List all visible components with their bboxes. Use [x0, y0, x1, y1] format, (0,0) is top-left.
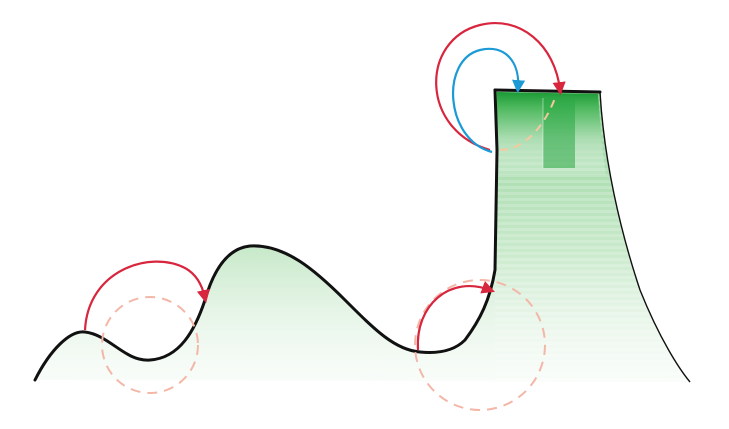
- tower-right-edge: [599, 91, 691, 383]
- dashed-curve-tower: [499, 97, 556, 151]
- dashed-circle-valley: [414, 279, 546, 411]
- terrain-outline: [33, 88, 499, 382]
- jump-arrow-valley: [416, 281, 495, 351]
- tower-inner-square: [543, 98, 575, 168]
- tower-top-edge: [493, 88, 602, 94]
- jump-arrow-cliff-inner: [452, 47, 526, 154]
- jump-arrow-left-hill: [83, 260, 210, 331]
- dashed-circle-left: [101, 296, 199, 394]
- jump-arrow-cliff-outer: [435, 22, 566, 152]
